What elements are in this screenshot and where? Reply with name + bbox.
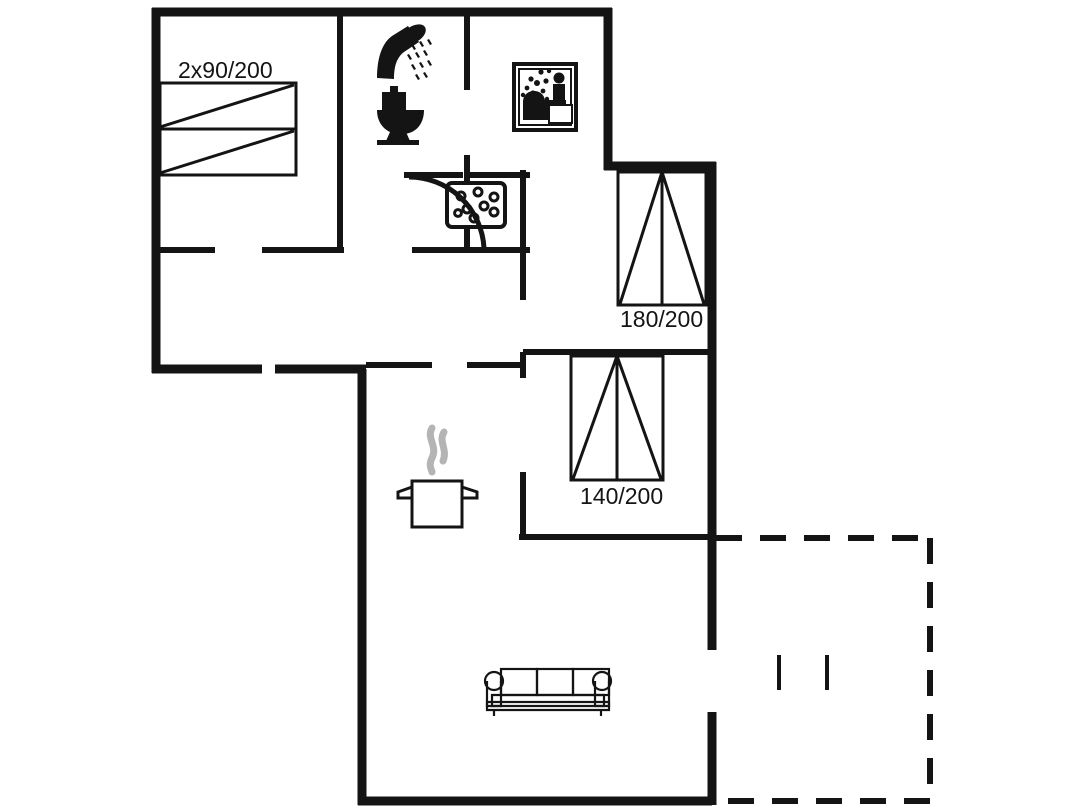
bed-140-label: 140/200 (580, 483, 663, 509)
door-swing-arc-icon (408, 174, 487, 249)
terrace-door-marks (777, 655, 829, 690)
double-bed-180-icon (616, 170, 708, 307)
cooking-pot-icon (396, 424, 479, 529)
bed-180-label: 180/200 (620, 306, 703, 332)
toilet-icon (377, 86, 424, 145)
exterior-walls (151, 7, 717, 806)
interior-walls (156, 10, 715, 540)
bunk-bed-label: 2x90/200 (178, 57, 273, 83)
terrace-outline (716, 535, 933, 804)
shower-icon (377, 24, 432, 80)
double-bed-140-icon (569, 354, 665, 482)
bunk-bed-icon (158, 81, 298, 177)
washing-machine-icon (445, 181, 507, 229)
sofa-icon (483, 667, 613, 716)
sauna-icon (512, 62, 578, 132)
